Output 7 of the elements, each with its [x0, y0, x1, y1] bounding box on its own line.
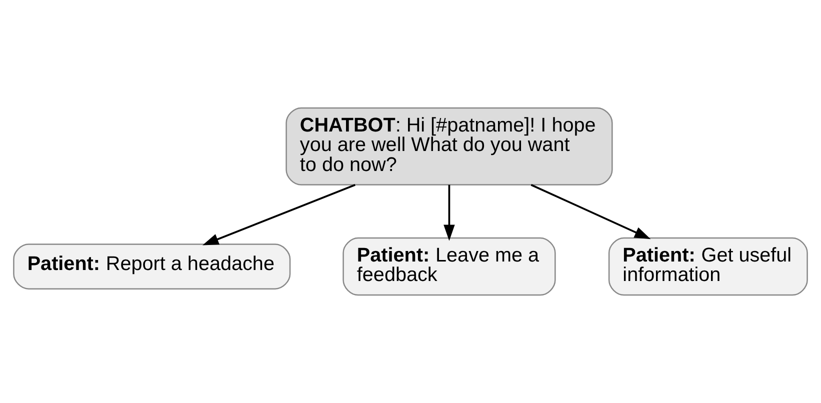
- node-box: Patient: Get useful information: [608, 237, 808, 296]
- arrow: [444, 184, 455, 241]
- node-box: Patient: Leave me a feedback: [342, 237, 556, 296]
- node-box: CHATBOT: Hi [#patname]! I hope you are well What do you want to do now?: [286, 107, 613, 186]
- arrow: [530, 184, 651, 240]
- arrow: [202, 184, 356, 246]
- node-box: Patient: Report a headache: [13, 244, 291, 290]
